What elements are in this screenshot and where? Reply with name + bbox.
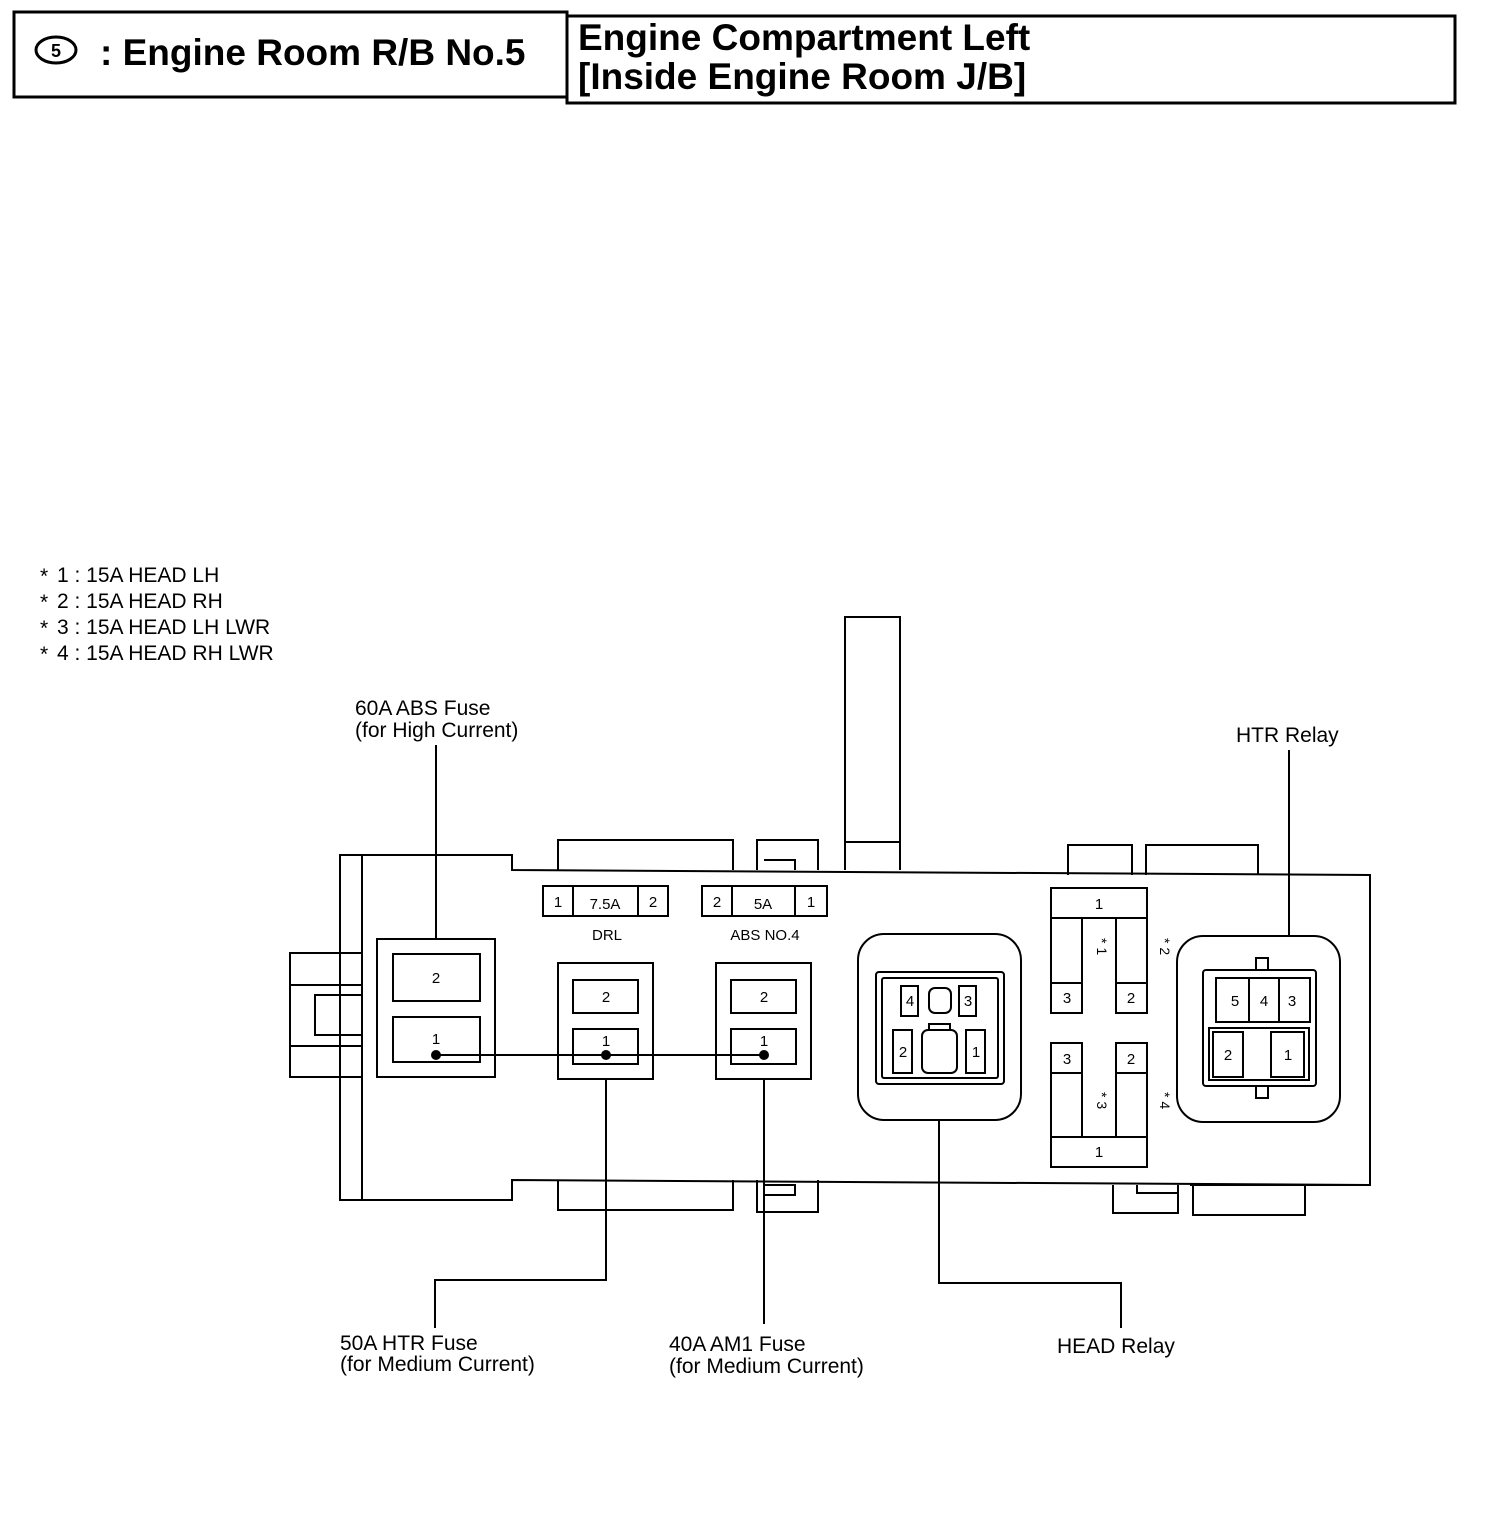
callout-htr-fuse-sub: (for Medium Current) [340,1353,535,1376]
pin-label: 2 [760,989,768,1006]
htr-fuse: 2 1 [557,962,654,1080]
pin-label: 5 [1231,993,1239,1010]
head-fuse-block-upper: 1 3 2 * 1 * 2 [1050,887,1173,1014]
pin-label: 2 [1127,1051,1135,1068]
pin-label: 4 [906,993,914,1010]
header-right-title-1: Engine Compartment Left [578,17,1030,58]
pin-label: 1 [1284,1047,1292,1064]
callout-am1-fuse: 40A AM1 Fuse [669,1333,806,1356]
badge-icon [34,35,78,65]
pin-label: 1 [1095,896,1103,913]
bus-dot [759,1050,769,1060]
legend-mark: * [40,643,48,666]
pin-label: 1 [432,1031,440,1048]
fuse-name: ABS NO.4 [730,927,799,944]
callout-htr-relay: HTR Relay [1236,724,1339,747]
pin-label: 2 [899,1044,907,1061]
header-right-title-2: [Inside Engine Room J/B] [578,56,1026,97]
callout-abs-fuse-sub: (for High Current) [355,719,518,742]
block-housing [289,616,1371,1216]
legend-item: 3 : 15A HEAD LH LWR [57,616,270,639]
pin-label: 2 [1224,1047,1232,1064]
fuse-rating: 7.5A [590,896,621,913]
leader-lines [434,745,1290,1328]
fuse-rating: 5A [754,896,772,913]
header: 5 : Engine Room R/B No.5 Engine Compartm… [12,10,1457,105]
fuse-mark: * 1 [1094,938,1110,955]
pin-label: 2 [649,894,657,911]
callout-htr-fuse: 50A HTR Fuse [340,1332,478,1355]
pin-label: 2 [1127,990,1135,1007]
header-left-title: : Engine Room R/B No.5 [100,32,526,73]
pin-label: 3 [1063,1051,1071,1068]
callout-am1-fuse-sub: (for Medium Current) [669,1355,864,1378]
pin-label: 1 [760,1033,768,1050]
bus-dot [431,1050,441,1060]
pin-label: 1 [807,894,815,911]
pin-label: 1 [1095,1144,1103,1161]
fuse-mark: * 3 [1094,1092,1110,1109]
legend-item: 1 : 15A HEAD LH [57,564,219,587]
pin-label: 3 [1063,990,1071,1007]
legend: * 1 : 15A HEAD LH * 2 : 15A HEAD RH * 3 … [40,564,274,666]
pin-label: 3 [1288,993,1296,1010]
pin-label: 2 [713,894,721,911]
pin-label: 3 [964,993,972,1010]
fuse-mark: * 4 [1157,1092,1173,1109]
bus-dot [601,1050,611,1060]
mini-fuse-drl: 1 7.5A 2 DRL [542,885,669,944]
fuse-mark: * 2 [1157,938,1173,955]
callout-head-relay: HEAD Relay [1057,1335,1175,1358]
legend-mark: * [40,565,48,588]
head-fuse-block-lower: 3 2 1 * 3 * 4 [1050,1042,1173,1168]
pin-label: 1 [602,1033,610,1050]
pin-label: 1 [972,1044,980,1061]
legend-mark: * [40,617,48,640]
pin-label: 4 [1260,993,1268,1010]
pin-label: 1 [554,894,562,911]
fuse-name: DRL [592,927,622,944]
header-badge: 5 [51,41,61,61]
pin-label: 2 [602,989,610,1006]
callouts: 60A ABS Fuse (for High Current) HTR Rela… [340,697,1339,1378]
am1-fuse: 2 1 [715,962,812,1080]
htr-relay: 5 4 3 2 1 [1176,935,1341,1123]
pin-label: 2 [432,970,440,987]
legend-item: 2 : 15A HEAD RH [57,590,223,613]
head-relay: 4 3 2 1 [857,933,1022,1121]
mini-fuse-abs4: 2 5A 1 ABS NO.4 [701,885,828,944]
legend-mark: * [40,591,48,614]
callout-abs-fuse: 60A ABS Fuse [355,697,490,720]
legend-item: 4 : 15A HEAD RH LWR [57,642,274,665]
